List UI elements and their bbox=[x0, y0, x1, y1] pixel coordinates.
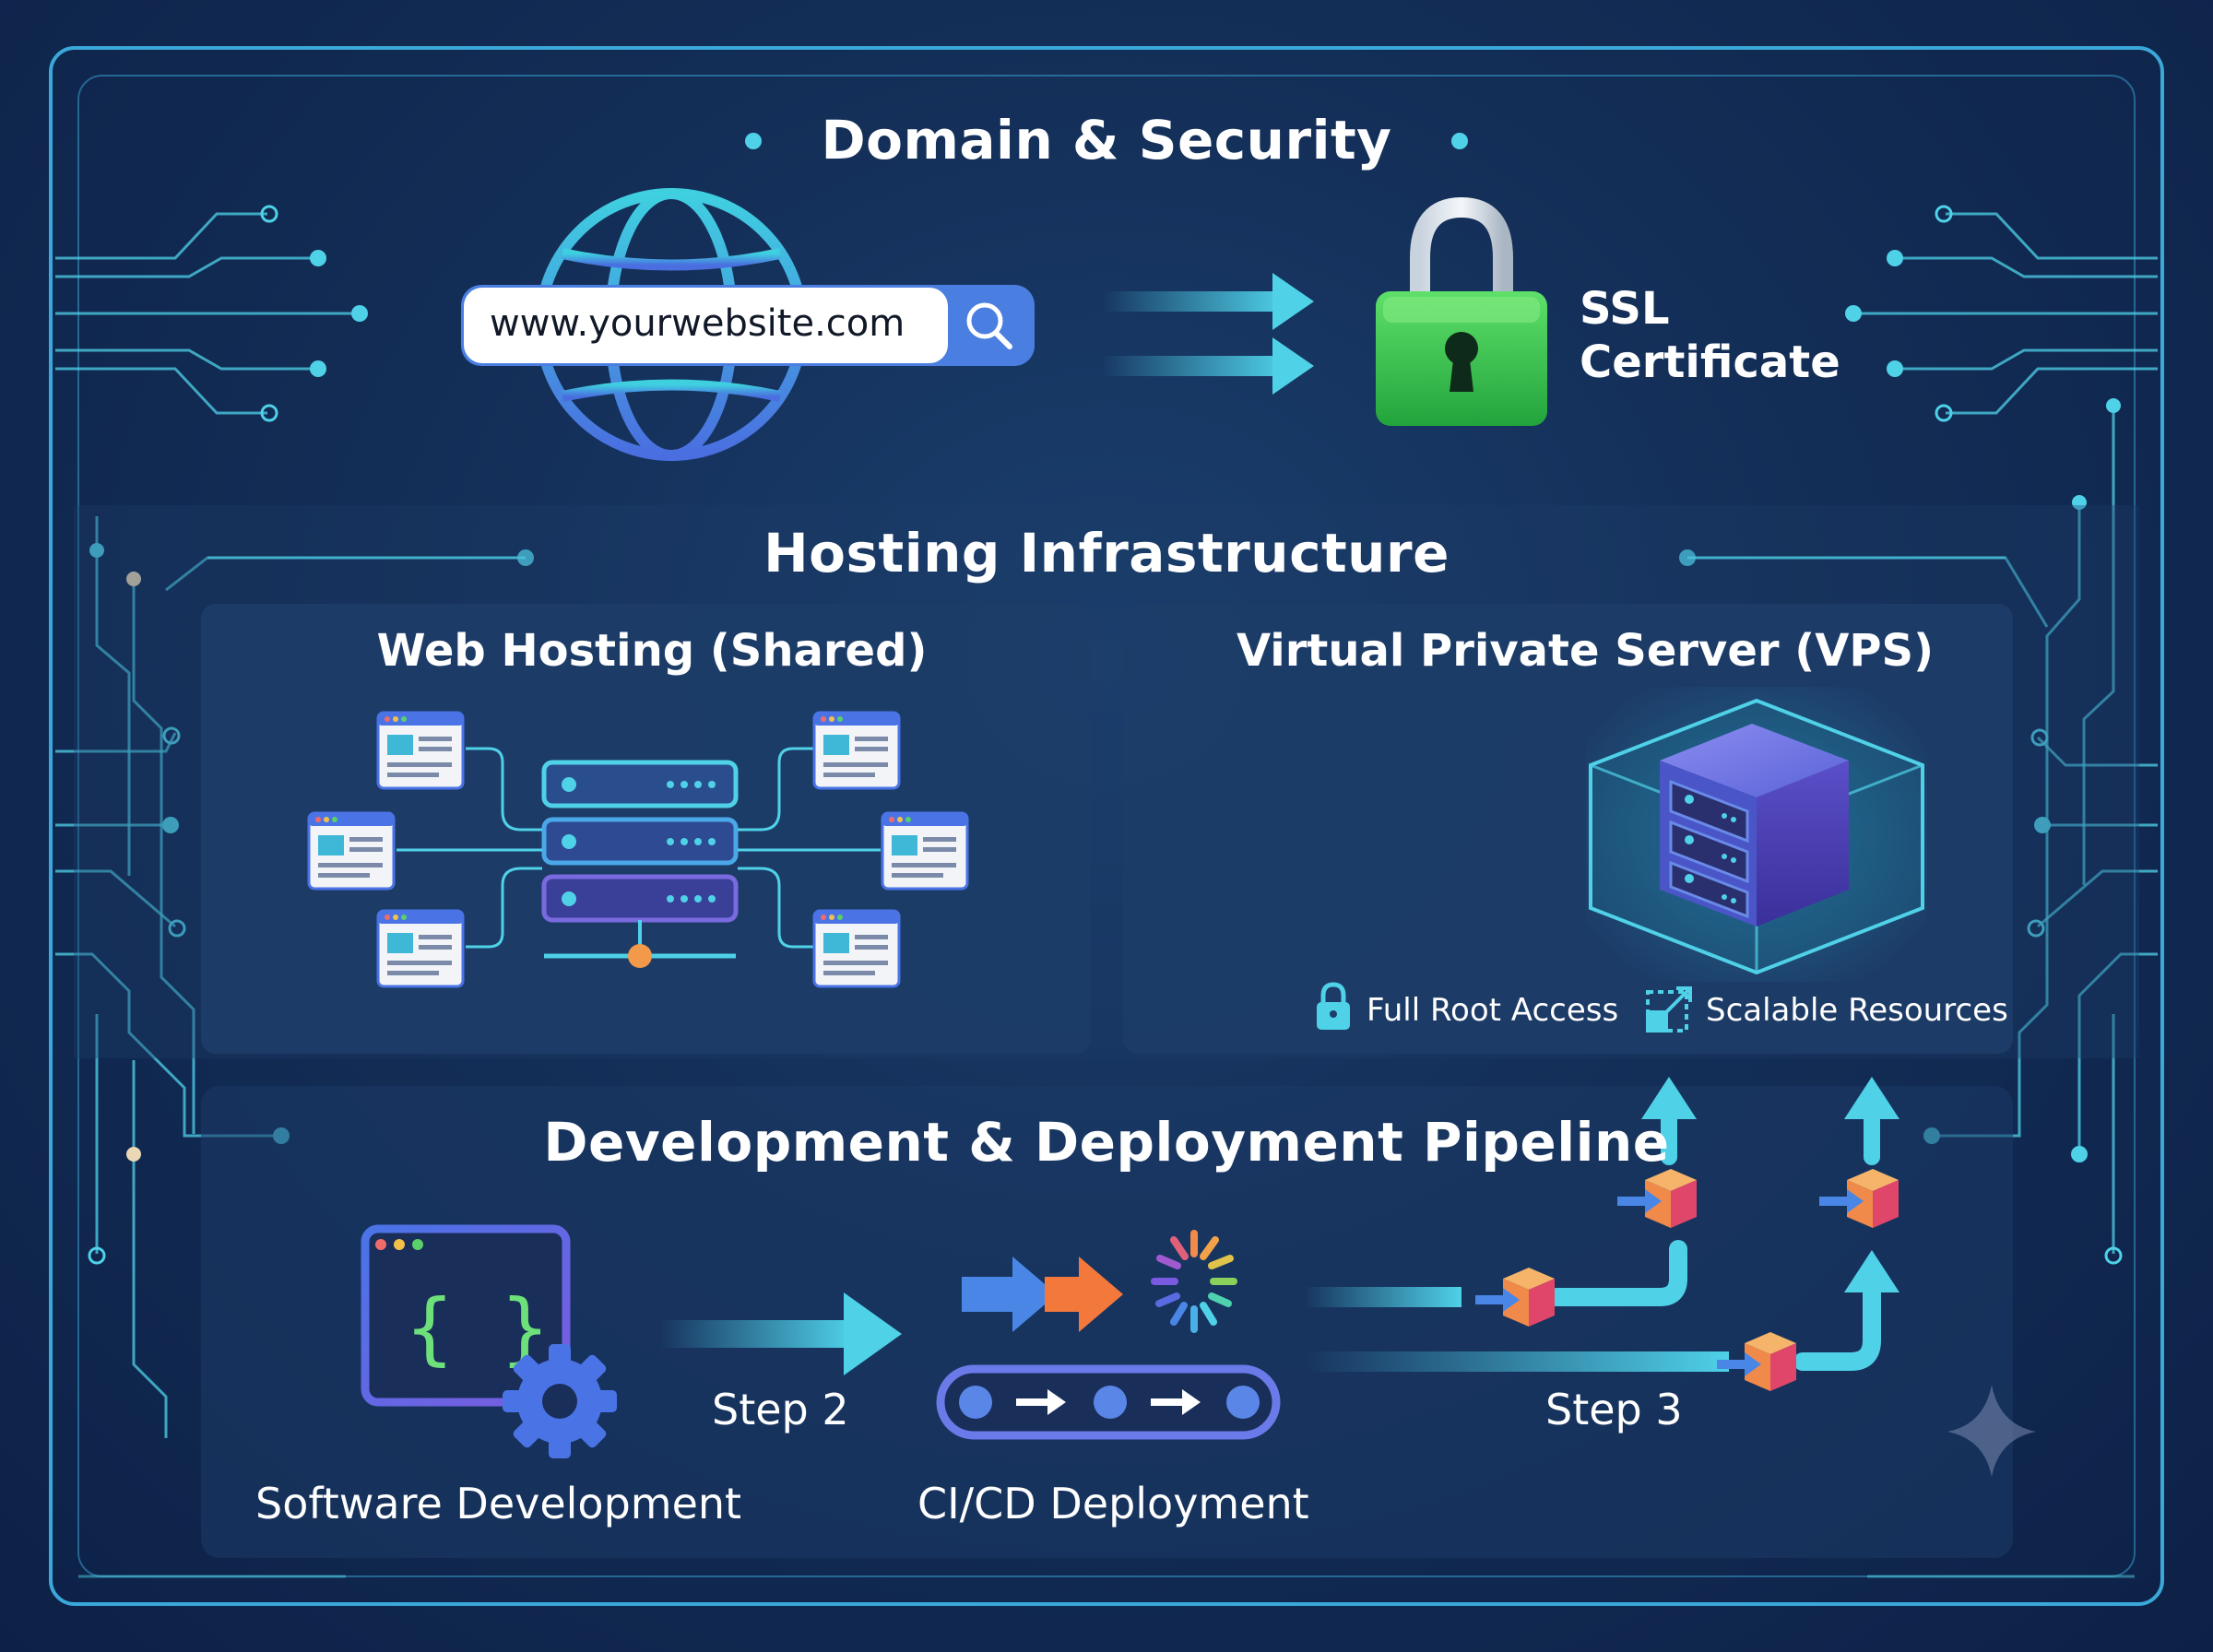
step2-arrow bbox=[659, 1292, 902, 1375]
up-arrowheads bbox=[1641, 1077, 1899, 1292]
ci-cd-arrows-icon bbox=[962, 1257, 1123, 1332]
deploy-routes bbox=[1305, 1109, 1881, 1372]
server-rack-icon bbox=[541, 760, 739, 968]
lock-small-icon bbox=[1317, 982, 1350, 1030]
search-icon bbox=[966, 302, 1003, 339]
browser-window-icon bbox=[307, 711, 969, 988]
shared-hosting-title: Web Hosting (Shared) bbox=[376, 625, 928, 677]
software-dev-label: Software Development bbox=[255, 1479, 742, 1528]
pipeline-panel bbox=[201, 1086, 2013, 1558]
ssl-label-line1: SSL bbox=[1580, 283, 1670, 335]
url-text[interactable]: www.yourwebsite.com bbox=[490, 302, 905, 345]
section-title-domain: Domain & Security bbox=[821, 109, 1392, 171]
step2-label: Step 2 bbox=[712, 1385, 849, 1434]
gear-icon bbox=[503, 1344, 617, 1458]
lock-icon bbox=[1376, 196, 1547, 426]
flow-arrows-domain bbox=[1102, 273, 1314, 395]
vps-cube-icon bbox=[1586, 687, 1927, 982]
ssl-label-line2: Certificate bbox=[1580, 336, 1840, 388]
cicd-label: CI/CD Deployment bbox=[917, 1479, 1309, 1528]
vps-feature-scalable: Scalable Resources bbox=[1706, 992, 2008, 1029]
code-window-icon: { } bbox=[361, 1224, 571, 1407]
outer-frame bbox=[49, 46, 2164, 1606]
url-search-bar bbox=[461, 285, 1035, 366]
section-title-hosting: Hosting Infrastructure bbox=[763, 522, 1450, 584]
spinner-icon bbox=[1151, 1230, 1237, 1333]
package-icon bbox=[1475, 1169, 1899, 1391]
vps-title: Virtual Private Server (VPS) bbox=[1236, 625, 1935, 677]
vps-feature-root: Full Root Access bbox=[1367, 992, 1619, 1029]
scalable-icon bbox=[1646, 986, 1692, 1032]
shared-connectors bbox=[396, 747, 881, 949]
sparkle-icon bbox=[1947, 1385, 2036, 1477]
step3-label: Step 3 bbox=[1545, 1385, 1683, 1434]
conveyor-icon bbox=[936, 1364, 1281, 1440]
section-title-pipeline: Development & Deployment Pipeline bbox=[543, 1111, 1670, 1174]
